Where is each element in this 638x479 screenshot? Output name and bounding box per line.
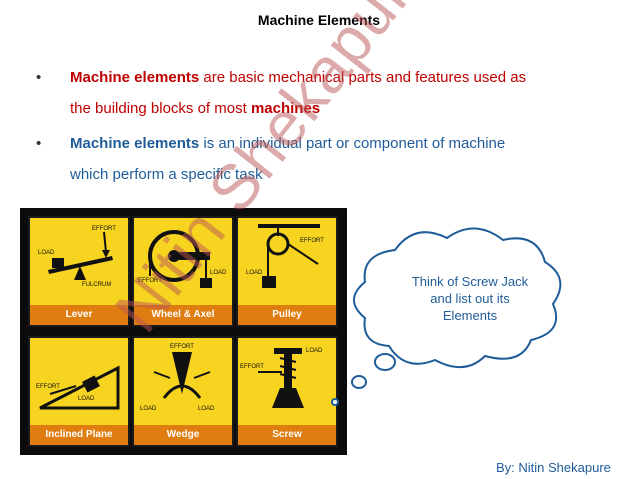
bullet-2-line-2: which perform a specific task: [70, 166, 263, 183]
author-byline: By: Nitin Shekapure: [496, 460, 611, 475]
slide-title: Machine Elements: [257, 12, 381, 28]
bullet-1-text: are basic mechanical parts and features …: [199, 69, 527, 86]
tile-lever: EFFORT LOAD FULCRUM Lever: [28, 216, 130, 327]
bullet-1-term-2: machines: [250, 100, 321, 117]
thought-cloud-icon: [331, 227, 562, 406]
bullet-2-text: is an individual part or component of ma…: [199, 135, 506, 152]
tile-inclined-plane: EFFORT LOAD Inclined Plane: [28, 336, 130, 447]
callout-line-3: Elements: [442, 308, 498, 323]
screw-icon: EFFORT LOAD: [240, 348, 323, 408]
lever-load: LOAD: [38, 250, 55, 256]
screw-load: LOAD: [306, 348, 323, 354]
wedge-effort: EFFORT: [170, 344, 194, 350]
bullet-marker: •: [36, 69, 42, 86]
pulley-load: LOAD: [246, 270, 263, 276]
tile-label: Wedge: [134, 425, 232, 445]
screw-effort: EFFORT: [240, 364, 264, 370]
tile-pulley: EFFORT LOAD Pulley: [236, 216, 338, 327]
tile-wheel-axel: EFFORT LOAD Wheel & Axel: [132, 216, 234, 327]
bullet-1-line-1: Machine elements are basic mechanical pa…: [70, 69, 526, 86]
inclined-plane-icon: EFFORT LOAD: [36, 365, 120, 410]
wheel-load: LOAD: [210, 270, 227, 276]
tile-label: Screw: [238, 425, 336, 445]
callout-line-1: Think of Screw Jack: [411, 274, 529, 289]
callout-line-2: and list out its: [430, 291, 510, 306]
wheel-effort: EFFORT: [138, 278, 162, 284]
incline-load: LOAD: [78, 396, 95, 402]
bullet-marker: •: [36, 135, 42, 152]
lever-fulcrum: FULCRUM: [82, 282, 111, 288]
pulley-effort: EFFORT: [300, 238, 324, 244]
wheel-axel-icon: EFFORT LOAD: [138, 230, 227, 288]
incline-effort: EFFORT: [36, 384, 60, 390]
bullet-1-line-2: the building blocks of most machines: [70, 100, 320, 117]
wedge-load: LOAD: [140, 406, 157, 412]
tile-label: Wheel & Axel: [134, 305, 232, 325]
bullet-2-line-1: Machine elements is an individual part o…: [70, 135, 505, 152]
lever-icon: EFFORT LOAD FULCRUM: [38, 226, 116, 288]
tile-label: Inclined Plane: [30, 425, 128, 445]
simple-machines-image: EFFORT LOAD FULCRUM Lever EFFORT LOAD Wh…: [20, 208, 347, 455]
wedge-icon: EFFORT LOAD LOAD: [140, 344, 215, 412]
tile-wedge: EFFORT LOAD LOAD Wedge: [132, 336, 234, 447]
bullet-1-term: Machine elements: [70, 69, 200, 86]
tile-screw: EFFORT LOAD Screw: [236, 336, 338, 447]
bullet-1-text-cont: the building blocks of most: [70, 100, 251, 117]
pulley-icon: EFFORT LOAD: [246, 224, 324, 288]
wedge-load-2: LOAD: [198, 406, 215, 412]
tile-label: Pulley: [238, 305, 336, 325]
tile-label: Lever: [30, 305, 128, 325]
callout-text: Think of Screw Jack and list out its Ele…: [395, 273, 545, 324]
bullet-2-term: Machine elements: [70, 135, 200, 152]
bullet-2-text-cont: which perform a specific task: [70, 166, 263, 183]
lever-effort: EFFORT: [92, 226, 116, 232]
